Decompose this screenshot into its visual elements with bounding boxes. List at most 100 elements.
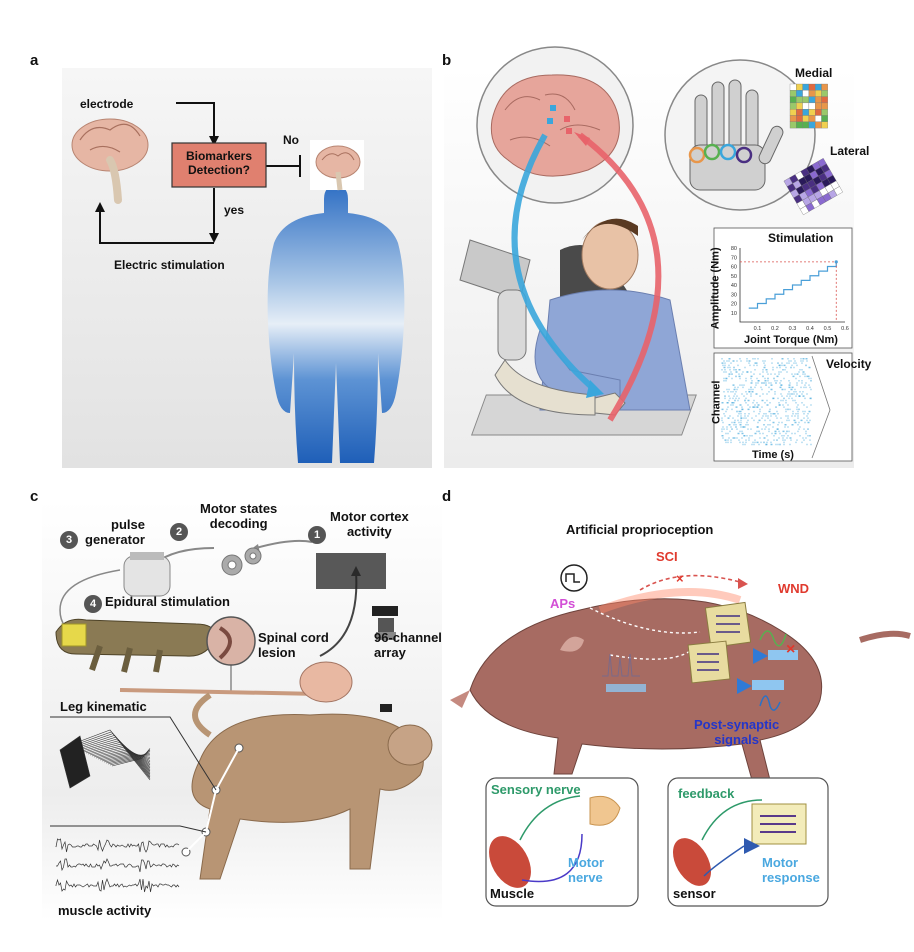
brain-image-left [71, 118, 149, 204]
leg-kinematic-stroke [71, 731, 151, 779]
robotic-hand-circle [664, 59, 816, 211]
medial-grid-cell [821, 121, 828, 129]
monkey-illustration [191, 692, 433, 880]
pulse-generator-label: pulse generator [85, 517, 145, 547]
leg-kinematic-stroke [93, 749, 151, 763]
motor-states-label: Motor states decoding [200, 501, 278, 531]
emg-trace [55, 878, 180, 893]
muscle-activity-label: muscle activity [58, 903, 152, 918]
leg-kinematic-stroke [69, 729, 151, 781]
leg-kinematic-stroke [89, 746, 151, 766]
stimulation-xtick: 0.5 [824, 326, 832, 332]
stimulation-ytick: 70 [731, 255, 737, 261]
leg-kinematic-stroke [85, 743, 151, 769]
electrode-label: electrode [80, 97, 134, 111]
time-label: Time (s) [752, 449, 794, 461]
emg-trace [56, 858, 180, 873]
velocity-bracket [811, 355, 831, 459]
stimulation-xtick: 0.3 [789, 326, 797, 332]
sci-dashed-arrow [639, 574, 741, 591]
stimulation-chart-frame [713, 227, 853, 349]
stimulation-ytick: 10 [731, 311, 737, 317]
stimulation-ytick: 40 [731, 283, 737, 289]
spinal-cord [119, 688, 321, 696]
96-channel-array-label: 96-channel array [374, 630, 442, 660]
leg-kinematic-stroke [95, 750, 151, 761]
red-feedback-arrow [578, 132, 662, 422]
stimulation-axes [739, 248, 845, 323]
lateral-electrode-grid [783, 158, 843, 216]
yes-label: yes [224, 203, 245, 217]
spike-raster [721, 355, 831, 459]
sensor-label: sensor [673, 886, 716, 901]
biomarkers-detection-text: Biomarkers Detection? [185, 149, 253, 177]
leg-kinematic-stroke [79, 738, 151, 773]
brain-image-head [310, 140, 364, 191]
sensor-patch-upper [704, 601, 752, 649]
artificial-inset-drawing [673, 799, 807, 886]
transistor-blue-lower [737, 678, 784, 694]
leg-kinematic-foot [59, 735, 91, 789]
leg-kinematic-stroke [81, 740, 151, 772]
human-silhouette [267, 185, 405, 463]
leg-kinematic-stroke [103, 754, 151, 763]
lateral-label: Lateral [830, 144, 870, 158]
leg-kinematic-stroke [99, 753, 151, 761]
velocity-label: Velocity [826, 357, 872, 371]
rat-illustration [450, 588, 911, 781]
stimulation-xtick: 0.6 [841, 326, 849, 332]
biomarkers-detection-box [171, 142, 267, 188]
spinal-cord-lesion-label: Spinal cord lesion [258, 630, 329, 660]
medial-electrode-grid [789, 83, 828, 129]
spine-illustration [55, 618, 217, 673]
brain-circle [476, 46, 634, 204]
panel-c-letter: c [30, 488, 39, 505]
stimulation-step-line [748, 261, 837, 309]
stimulation-ytick: 20 [731, 302, 737, 308]
leg-kinematic-plot [59, 729, 151, 789]
stimulation-end-point [834, 260, 838, 264]
step-1-badge: 1 [308, 526, 326, 544]
sci-label: SCI [656, 549, 678, 564]
leg-kinematic-stroke [101, 754, 151, 762]
aps-label: APs [550, 596, 576, 611]
emg-trace [55, 838, 180, 853]
step-3-badge: 3 [60, 531, 78, 549]
monkey-brain [299, 661, 353, 703]
step-4-badge: 4 [84, 595, 102, 613]
cortex-activity-raster [316, 553, 386, 589]
leg-kinematic-stroke [83, 741, 151, 770]
leg-kinematic-stroke [87, 745, 151, 767]
stimulation-ytick: 30 [731, 292, 737, 298]
muscle-activity-traces [55, 838, 180, 893]
feedback-label: feedback [678, 786, 735, 801]
artificial-proprioception-title: Artificial proprioception [566, 522, 714, 537]
motor-cortex-label: Motor cortex activity [330, 509, 409, 539]
blue-decoding-arrow [511, 133, 597, 393]
reflex-inset-drawing [489, 795, 621, 888]
stimulation-xtick: 0.4 [806, 326, 814, 332]
svg-text:×: × [786, 641, 795, 658]
gears-icon [221, 547, 262, 576]
step-2-badge: 2 [170, 523, 188, 541]
leg-kinematic-stroke [105, 752, 151, 764]
motor-nerve-label: Motor nerve [568, 855, 605, 885]
stimulation-ytick: 80 [731, 246, 737, 252]
action-potential-trace [602, 653, 640, 677]
electric-stimulation-label: Electric stimulation [114, 258, 225, 272]
panel-b-letter: b [442, 52, 452, 69]
stimulation-xlabel: Joint Torque (Nm) [744, 334, 838, 346]
leg-kinematic-stroke [97, 752, 151, 760]
stimulation-xtick: 0.1 [754, 326, 762, 332]
leg-kinematic-stroke [91, 748, 151, 764]
flow-arrows [99, 102, 301, 244]
wnd-label: WND [778, 581, 810, 596]
stimulation-ytick: 50 [731, 274, 737, 280]
muscle-label: Muscle [490, 886, 535, 901]
stimulation-ytick: 60 [731, 265, 737, 271]
